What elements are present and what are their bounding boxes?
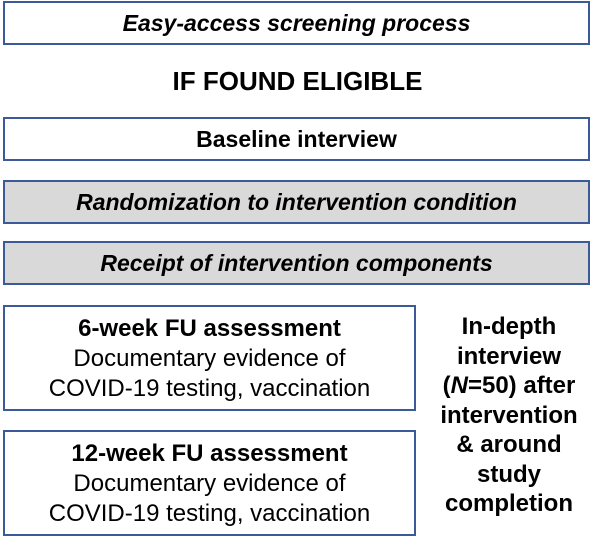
interview-note-sample: =50) after	[467, 372, 576, 399]
interview-note-line5: & around	[456, 431, 562, 458]
baseline-label: Baseline interview	[196, 125, 397, 152]
followup-12week-box: 12-week FU assessment Documentary eviden…	[3, 430, 416, 536]
interview-note-line6: study	[476, 460, 541, 488]
followup-6week-line2: COVID-19 testing, vaccination	[48, 375, 371, 402]
followup-12week-line1: Documentary evidence of	[73, 470, 346, 497]
baseline-box: Baseline interview	[3, 117, 590, 161]
followup-6week-line1: Documentary evidence of	[73, 345, 346, 372]
randomization-label: Randomization to intervention condition	[76, 188, 517, 215]
interview-note-line2: interview	[456, 342, 562, 370]
followup-6week-title: 6-week FU assessment	[78, 315, 341, 342]
screening-label: Easy-access screening process	[122, 9, 471, 36]
screening-box: Easy-access screening process	[3, 1, 590, 45]
followup-12week-line2: COVID-19 testing, vaccination	[48, 500, 371, 527]
interview-note-n: N	[450, 372, 468, 399]
receipt-box: Receipt of intervention components	[3, 241, 590, 285]
randomization-box: Randomization to intervention condition	[3, 180, 590, 224]
followup-6week-box: 6-week FU assessment Documentary evidenc…	[3, 305, 416, 411]
followup-12week-title: 12-week FU assessment	[71, 440, 348, 467]
interview-note-line3: (N=50) after	[436, 371, 582, 401]
interview-note-paren: (	[442, 372, 451, 399]
interview-note-line4: intervention	[440, 401, 578, 429]
interview-note-line7: completion	[444, 490, 573, 517]
eligibility-heading: IF FOUND ELIGIBLE	[172, 66, 423, 96]
receipt-label: Receipt of intervention components	[100, 249, 493, 276]
in-depth-interview-note: In-depth interview (N=50) after interven…	[436, 312, 582, 519]
interview-note-line1: In-depth	[461, 313, 557, 340]
